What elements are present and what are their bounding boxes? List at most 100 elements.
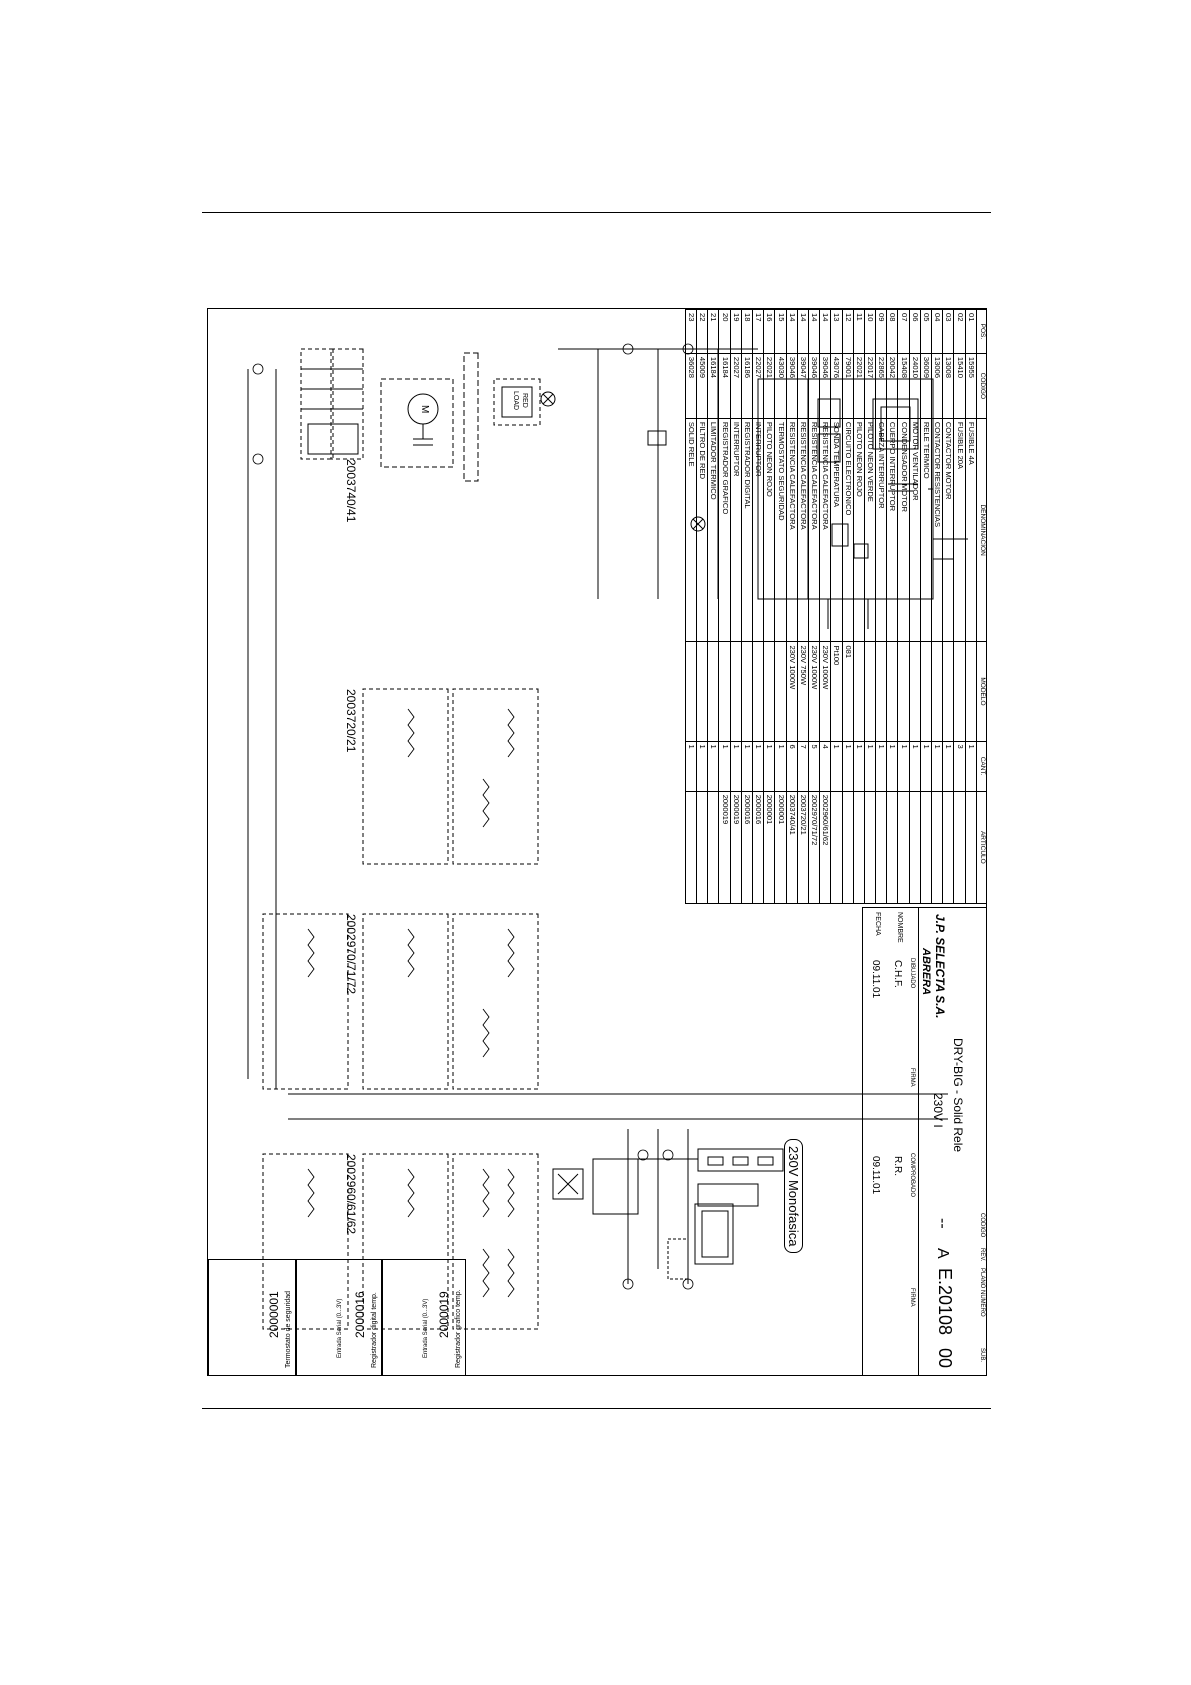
cell-codigo: 36028 (685, 353, 697, 419)
cell-denominacion: PILOTO NEON ROJO (763, 418, 775, 642)
cell-articulo: 2000001 (774, 791, 787, 904)
red-load-label-2: LOAD (512, 391, 519, 411)
rev-label: REV. (979, 1248, 985, 1262)
drawing-subtitle: 230V I (931, 1093, 945, 1128)
option-panel-content: 2000016 Registrador digital temp. Entrada … (297, 1260, 383, 1375)
option-panel-1: 2000001 Termostato de seguridad (208, 1259, 297, 1375)
cell-articulo (685, 791, 697, 904)
cell-pos: 16 (763, 309, 775, 354)
plano-label: PLANO NUMERO (979, 1268, 985, 1317)
cell-denominacion: REGISTRADOR DIGITAL (741, 418, 753, 642)
wiring-diagram (247, 343, 968, 1330)
cell-pos: 14 (786, 309, 798, 354)
firma-label-1: FIRMA (909, 1068, 915, 1087)
comprobado-label: COMPROBADO (909, 1153, 915, 1198)
comprobado-nombre: R.R. (892, 1156, 903, 1176)
drawing-sheet: 230V Monofasica RED LOAD M 2002960/61/62… (208, 309, 986, 1375)
cell-cant: 1 (741, 741, 753, 792)
cell-cant: 1 (685, 741, 697, 792)
cell-codigo: 39046 (786, 353, 798, 419)
cell-cant: 1 (696, 741, 708, 792)
variant-label-3: 2003720/21 (344, 689, 358, 753)
cell-cant: 1 (752, 741, 764, 792)
option-code: 2000001 (267, 1291, 281, 1338)
cell-pos: 15 (774, 309, 787, 354)
cell-codigo: 22027 (752, 353, 764, 419)
cell-denominacion: REGISTRADOR GRAFICO (719, 418, 731, 642)
cell-denominacion: FILTRO DE RED (696, 418, 708, 642)
option-code: 2000016 (353, 1291, 367, 1338)
cell-cant: 1 (763, 741, 775, 792)
cell-cant: 1 (707, 741, 719, 792)
red-load-label-1: RED (521, 393, 528, 408)
variant-label-4: 2003740/41 (344, 459, 358, 523)
option-caption: Registrador digital temp. (371, 1292, 378, 1368)
cell-articulo (696, 791, 708, 904)
drawing-frame: 230V Monofasica RED LOAD M 2002960/61/62… (207, 308, 987, 1376)
option-panel-2: 2000016 Registrador digital temp. Entrada … (296, 1259, 383, 1375)
option-input: Entrada Serial (0...3V) (337, 1298, 343, 1358)
cell-articulo: 2003740/41 (786, 791, 798, 904)
fecha-label: FECHA (874, 912, 881, 936)
cell-modelo (707, 641, 719, 742)
cell-articulo (707, 791, 719, 904)
cell-modelo (763, 641, 775, 742)
option-caption: Termostato de seguridad (285, 1290, 292, 1368)
cell-cant: 6 (786, 741, 798, 792)
sub-value: 00 (935, 1348, 955, 1369)
comprobado-fecha: 09.11.01 (870, 1156, 881, 1195)
cell-denominacion: RESISTENCIA CALEFACTORA (786, 418, 798, 642)
sub-label: SUB. (979, 1348, 985, 1363)
cell-pos: 18 (741, 309, 753, 354)
cell-modelo (752, 641, 764, 742)
firma-label-2: FIRMA (909, 1288, 915, 1307)
company-block (862, 309, 986, 909)
cell-pos: 17 (752, 309, 764, 354)
cell-modelo (741, 641, 753, 742)
cell-articulo: 2000001 (763, 791, 775, 904)
cell-denominacion: SOLID RELE (685, 418, 697, 642)
cell-denominacion: LIMITADOR TERMICO (707, 418, 719, 642)
variant-label-1: 2002960/61/62 (344, 1154, 358, 1235)
cell-articulo: 2000019 (719, 791, 731, 904)
cell-pos: 22 (696, 309, 708, 354)
plano-value: E.20108 (935, 1268, 955, 1336)
drawing-title: DRY-BIG - Solid Rele (951, 1038, 965, 1153)
cell-codigo: 43030 (774, 353, 787, 419)
dibujado-nombre: C.H.F. (892, 960, 903, 988)
cell-cant: 1 (774, 741, 787, 792)
rev-value: A (934, 1248, 951, 1259)
cell-cant: 1 (730, 741, 742, 792)
cell-codigo: 45009 (696, 353, 708, 419)
codigo-value: -- (934, 1218, 951, 1229)
company-name: J.P. SELECTA S.A. (933, 914, 947, 1019)
codigo-label: CODIGO (979, 1213, 985, 1238)
cell-denominacion: INTERRUPTOR (752, 418, 764, 642)
option-panel-content: 2000001 Termostato de seguridad (209, 1260, 297, 1375)
cell-codigo: 22027 (730, 353, 742, 419)
cell-articulo: 2000016 (741, 791, 753, 904)
cell-codigo: 16184 (719, 353, 731, 419)
cell-pos: 21 (707, 309, 719, 354)
option-caption: Registrador grafico temp. (455, 1289, 462, 1368)
option-input: Entrada Serial (0...3V) (423, 1298, 429, 1358)
cell-modelo: 230V 1000W (786, 641, 798, 742)
cell-modelo (696, 641, 708, 742)
cell-modelo (774, 641, 787, 742)
cell-modelo (685, 641, 697, 742)
cell-denominacion: INTERRUPTOR (730, 418, 742, 642)
bottom-rule (202, 1408, 991, 1409)
cell-codigo: 22021 (763, 353, 775, 419)
